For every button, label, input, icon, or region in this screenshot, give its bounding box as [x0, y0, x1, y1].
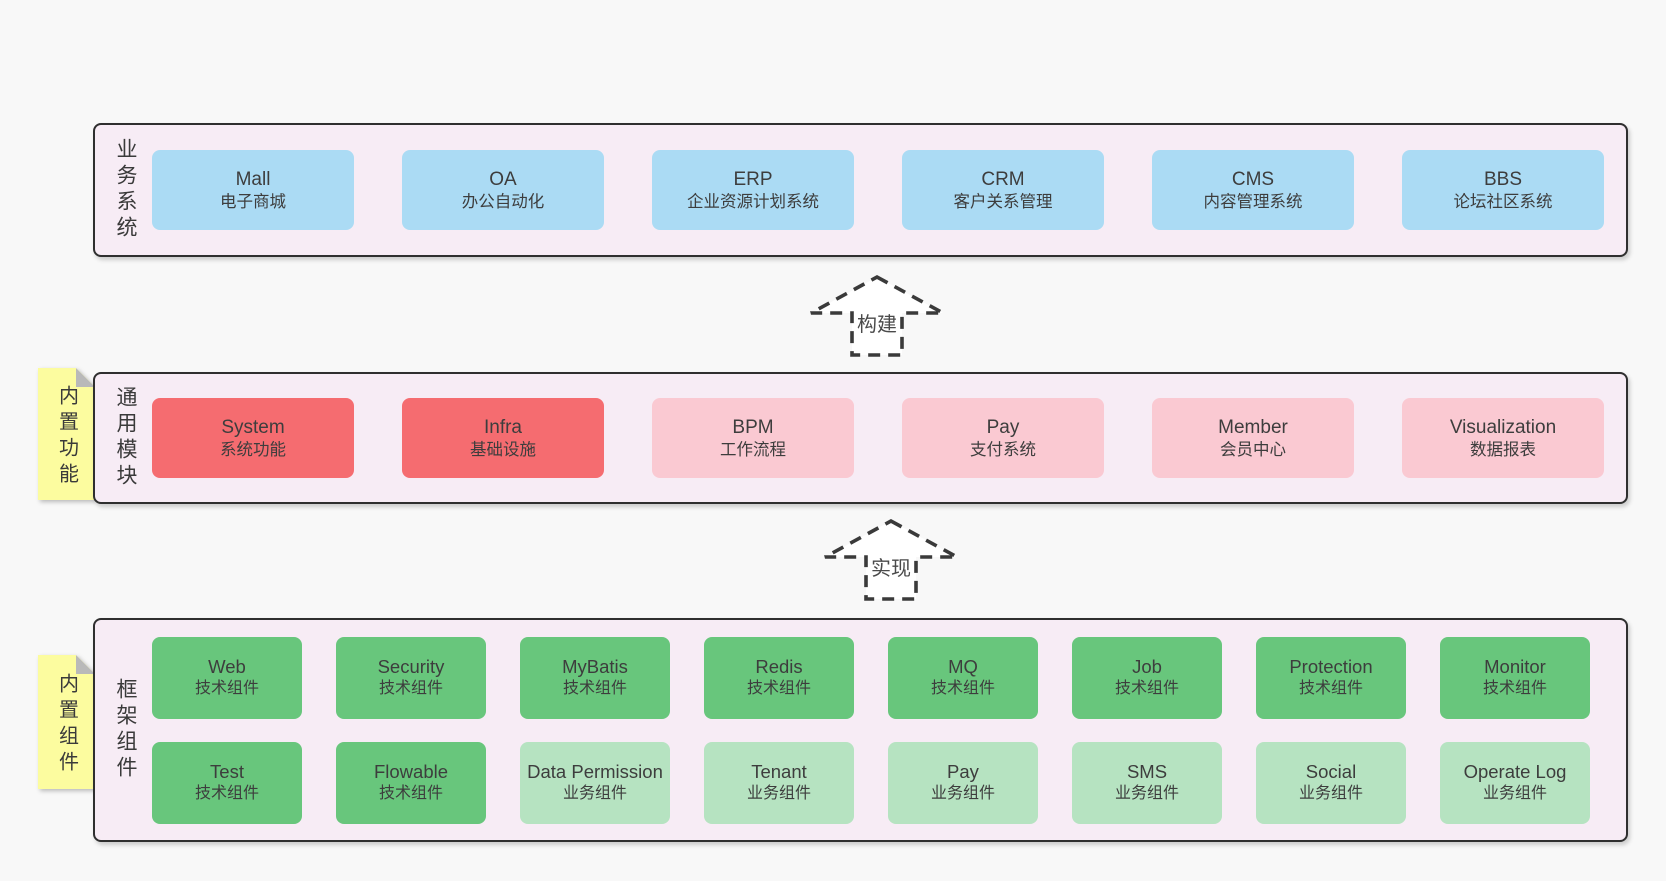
section-label-business-systems: 业务系统: [114, 138, 137, 242]
box-system: System 系统功能: [152, 398, 354, 478]
build-arrow-label: 构建: [857, 313, 897, 336]
components-row-2: Test 技术组件 Flowable 技术组件 Data Permission …: [152, 741, 1590, 824]
box-bbs: BBS 论坛社区系统: [1402, 150, 1604, 230]
box-member: Member 会员中心: [1152, 398, 1354, 478]
box-bpm: BPM 工作流程: [652, 398, 854, 478]
box-protection: Protection 技术组件: [1256, 636, 1406, 719]
business-systems-boxes: Mall 电子商城 OA 办公自动化 ERP 企业资源计划系统 CRM 客户关系…: [152, 150, 1604, 230]
box-web: Web 技术组件: [152, 636, 302, 719]
box-security: Security 技术组件: [336, 636, 486, 719]
builtin-components-tab-label: 内置组件: [55, 673, 78, 777]
framework-components-section: 框架组件 Web 技术组件 Security 技术组件 MyBatis 技术组件…: [93, 618, 1628, 842]
box-infra: Infra 基础设施: [402, 398, 604, 478]
framework-components-grid: Web 技术组件 Security 技术组件 MyBatis 技术组件 Redi…: [152, 636, 1590, 824]
box-pay-module: Pay 支付系统: [902, 398, 1104, 478]
box-mall: Mall 电子商城: [152, 150, 354, 230]
box-sms: SMS 业务组件: [1072, 741, 1222, 824]
box-erp: ERP 企业资源计划系统: [652, 150, 854, 230]
builtin-features-tab: 内置功能: [38, 368, 95, 500]
implement-arrow: 实现: [822, 518, 960, 602]
common-modules-boxes: System 系统功能 Infra 基础设施 BPM 工作流程 Pay 支付系统…: [152, 398, 1604, 478]
box-job: Job 技术组件: [1072, 636, 1222, 719]
box-pay-component: Pay 业务组件: [888, 741, 1038, 824]
box-redis: Redis 技术组件: [704, 636, 854, 719]
box-oa: OA 办公自动化: [402, 150, 604, 230]
box-mybatis: MyBatis 技术组件: [520, 636, 670, 719]
box-data-permission: Data Permission 业务组件: [520, 741, 670, 824]
up-arrow-icon: 实现: [824, 518, 958, 601]
section-label-common-modules: 通用模块: [114, 386, 137, 490]
common-modules-section: 通用模块 System 系统功能 Infra 基础设施 BPM 工作流程 Pay…: [93, 372, 1628, 504]
builtin-features-tab-label: 内置功能: [55, 385, 78, 489]
box-mq: MQ 技术组件: [888, 636, 1038, 719]
box-social: Social 业务组件: [1256, 741, 1406, 824]
box-test: Test 技术组件: [152, 741, 302, 824]
box-cms: CMS 内容管理系统: [1152, 150, 1354, 230]
section-label-framework-components: 框架组件: [114, 678, 137, 782]
box-visualization: Visualization 数据报表: [1402, 398, 1604, 478]
box-monitor: Monitor 技术组件: [1440, 636, 1590, 719]
box-tenant: Tenant 业务组件: [704, 741, 854, 824]
components-row-1: Web 技术组件 Security 技术组件 MyBatis 技术组件 Redi…: [152, 636, 1590, 719]
business-systems-section: 业务系统 Mall 电子商城 OA 办公自动化 ERP 企业资源计划系统 CRM…: [93, 123, 1628, 257]
build-arrow: 构建: [808, 274, 946, 358]
up-arrow-icon: 构建: [810, 274, 944, 357]
box-flowable: Flowable 技术组件: [336, 741, 486, 824]
box-operate-log: Operate Log 业务组件: [1440, 741, 1590, 824]
builtin-components-tab: 内置组件: [38, 655, 95, 789]
implement-arrow-label: 实现: [871, 557, 911, 580]
box-crm: CRM 客户关系管理: [902, 150, 1104, 230]
